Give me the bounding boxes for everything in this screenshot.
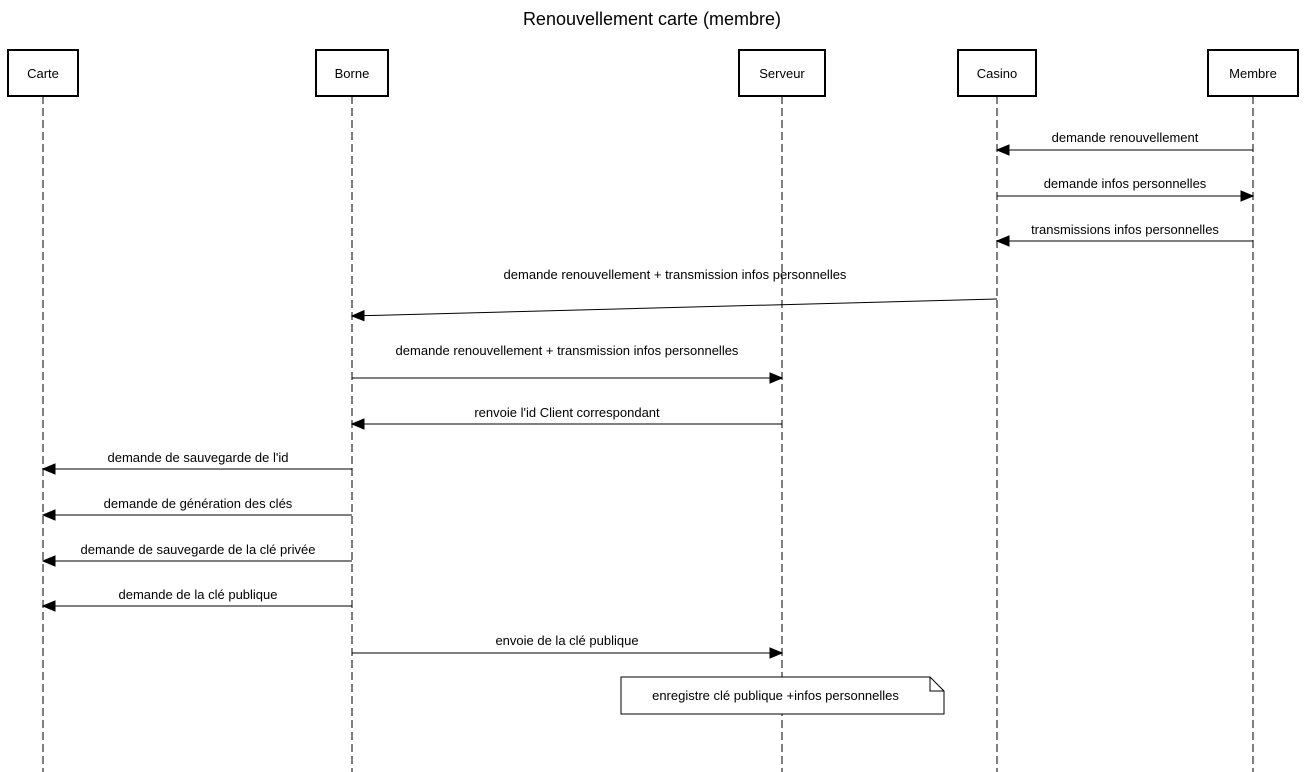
message-3: transmissions infos personnelles [995, 222, 1253, 247]
participant-label-carte: Carte [27, 66, 59, 81]
note-box [620, 676, 945, 715]
arrowhead-icon [41, 463, 56, 475]
message-label: demande de la clé publique [118, 587, 277, 602]
arrowhead-icon [995, 235, 1010, 247]
participant-membre: Membre [1207, 49, 1299, 772]
participant-box-casino [957, 49, 1037, 97]
participant-carte: Carte [7, 49, 79, 772]
message-arrow-line [363, 298, 998, 317]
message-label: transmissions infos personnelles [1031, 222, 1219, 237]
participant-label-serveur: Serveur [759, 66, 805, 81]
message-8: demande de génération des clés [41, 496, 352, 521]
message-7: demande de sauvegarde de l'id [41, 450, 352, 475]
arrowhead-icon [41, 600, 56, 612]
participant-box-serveur [738, 49, 826, 97]
message-2: demande infos personnelles [997, 176, 1255, 202]
message-label: demande de génération des clés [104, 496, 293, 511]
message-6: renvoie l'id Client correspondant [350, 405, 782, 430]
message-label: envoie de la clé publique [495, 633, 638, 648]
participant-label-membre: Membre [1229, 66, 1277, 81]
message-label: demande renouvellement + transmission in… [504, 267, 847, 282]
message-label: demande renouvellement + transmission in… [396, 343, 739, 358]
message-label: demande renouvellement [1052, 130, 1199, 145]
participant-box-membre [1207, 49, 1299, 97]
message-1: demande renouvellement [995, 130, 1253, 156]
message-label: renvoie l'id Client correspondant [474, 405, 660, 420]
message-label: demande infos personnelles [1044, 176, 1207, 191]
participant-casino: Casino [957, 49, 1037, 772]
diagram-title: Renouvellement carte (membre) [523, 9, 781, 29]
arrowhead-icon [350, 418, 365, 430]
participant-borne: Borne [315, 49, 389, 772]
message-label: demande de sauvegarde de la clé privée [81, 542, 316, 557]
message-10: demande de la clé publique [41, 587, 352, 612]
participant-label-casino: Casino [977, 66, 1017, 81]
participant-serveur: Serveur [738, 49, 826, 772]
note-fold-icon [929, 677, 944, 692]
arrowhead-icon [995, 144, 1010, 156]
note: enregistre clé publique +infos personnel… [620, 676, 945, 715]
arrowhead-icon [1240, 190, 1255, 202]
message-label: demande de sauvegarde de l'id [107, 450, 288, 465]
note-label: enregistre clé publique +infos personnel… [652, 688, 899, 703]
arrowhead-icon [41, 555, 56, 567]
message-5: demande renouvellement + transmission in… [352, 343, 784, 384]
participant-box-carte [7, 49, 79, 97]
arrowhead-icon [769, 647, 784, 659]
participant-box-borne [315, 49, 389, 97]
message-9: demande de sauvegarde de la clé privée [41, 542, 352, 567]
participant-label-borne: Borne [335, 66, 370, 81]
arrowhead-icon [350, 309, 365, 322]
arrowhead-icon [769, 372, 784, 384]
message-11: envoie de la clé publique [352, 633, 784, 659]
message-4: demande renouvellement + transmission in… [350, 267, 998, 322]
arrowhead-icon [41, 509, 56, 521]
